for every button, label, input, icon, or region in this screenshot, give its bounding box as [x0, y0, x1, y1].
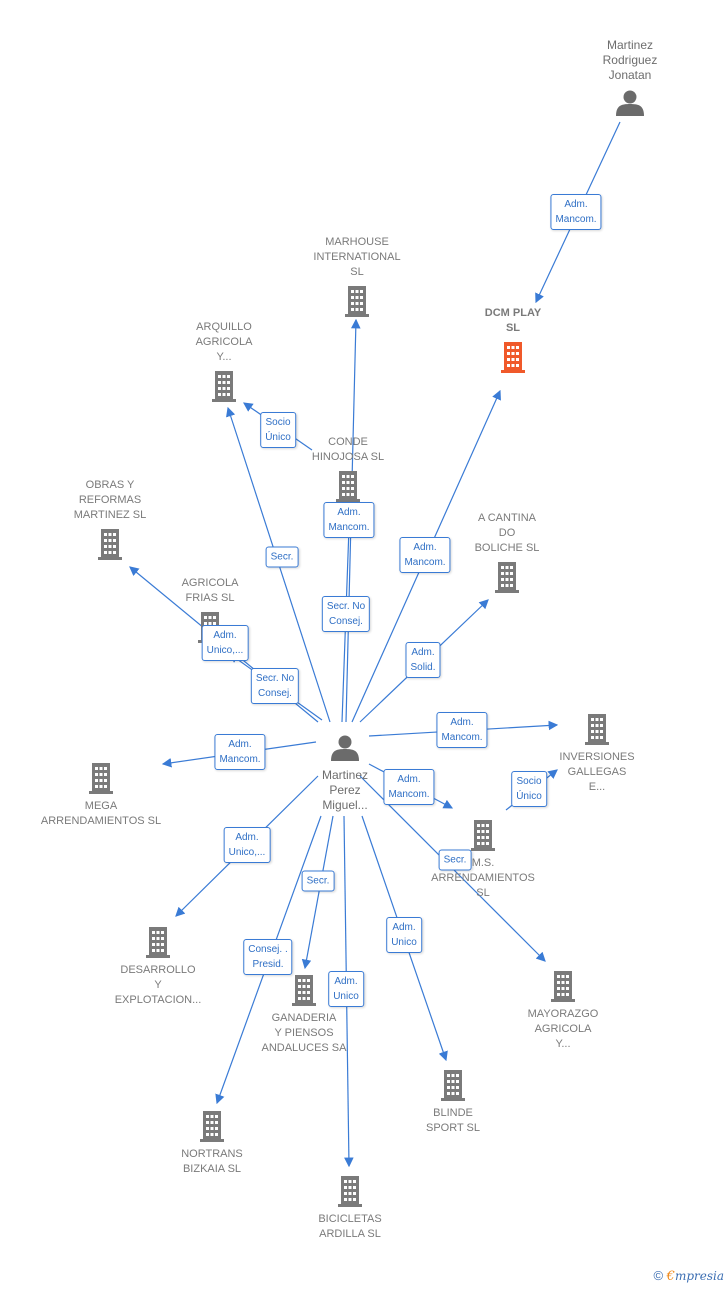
relation-label-center-to-desarrollo[interactable]: Adm. Unico,... [223, 827, 271, 863]
company-desarrollo-label[interactable]: DESARROLLO Y EXPLOTACION... [114, 964, 202, 1006]
company-nortrans-building-icon[interactable] [200, 1111, 224, 1142]
company-blinde-label[interactable]: BLINDE SPORT SL [425, 1107, 480, 1134]
relation-label-center-to-nortrans[interactable]: Consej. . Presid. [243, 939, 293, 975]
person-center-label[interactable]: Martinez Perez Miguel... [321, 768, 368, 812]
company-bicicletas-label[interactable]: BICICLETAS ARDILLA SL [318, 1213, 382, 1240]
relation-label-center-to-marhouse[interactable]: Secr. No Consej. [321, 596, 371, 632]
relation-label-center-to-ganaderia[interactable]: Secr. [301, 870, 335, 892]
company-conde-building-icon[interactable] [336, 471, 360, 502]
company-arquillo-label[interactable]: ARQUILLO AGRICOLA Y... [195, 321, 253, 363]
company-mayorazgo-label[interactable]: MAYORAZGO AGRICOLA Y... [527, 1008, 599, 1050]
company-blinde-building-icon[interactable] [441, 1070, 465, 1101]
company-inversiones-building-icon[interactable] [585, 714, 609, 745]
relation-label-center-to-bicicletas[interactable]: Adm. Unico [328, 971, 364, 1007]
relation-label-center-to-ms[interactable]: Adm. Mancom. [383, 769, 435, 805]
relation-label-center-to-arquillo[interactable]: Secr. [265, 546, 299, 568]
company-ganaderia-label[interactable]: GANADERIA Y PIENSOS ANDALUCES SA [261, 1012, 347, 1054]
brand-name: mpresia [674, 1269, 724, 1283]
company-acantina-building-icon[interactable] [495, 562, 519, 593]
edge-center-to-ganaderia [301, 815, 334, 970]
relation-label-center-to-dcm[interactable]: Adm. Mancom. [399, 537, 451, 573]
relation-label-center-to-mayorazgo[interactable]: Secr. [438, 849, 472, 871]
empresia-logo-icon: € [666, 1269, 675, 1284]
relation-label-center-to-inversiones[interactable]: Adm. Mancom. [436, 712, 488, 748]
relation-label-center-to-blinde[interactable]: Adm. Unico [386, 917, 422, 953]
company-ganaderia-building-icon[interactable] [292, 975, 316, 1006]
relation-label-conde-to-arquillo[interactable]: Socio Único [260, 412, 296, 448]
relation-label-center-to-frias[interactable]: Secr. No Consej. [250, 668, 300, 704]
person-center-icon[interactable] [331, 735, 359, 762]
company-bicicletas-building-icon[interactable] [338, 1176, 362, 1207]
company-frias-label[interactable]: AGRICOLA FRIAS SL [181, 577, 239, 604]
company-conde-label[interactable]: CONDE HINOJOSA SL [311, 436, 385, 463]
company-dcm-building-icon[interactable] [501, 342, 525, 373]
company-ms-building-icon[interactable] [471, 820, 495, 851]
relation-label-center-to-acantina[interactable]: Adm. Solid. [405, 642, 441, 678]
copyright-symbol: © [653, 1268, 664, 1283]
company-inversiones-label[interactable]: INVERSIONES GALLEGAS E... [559, 751, 635, 793]
relation-label-center-to-mega[interactable]: Adm. Mancom. [214, 734, 266, 770]
company-ms-label[interactable]: M.S. ARRENDAMIENTOS SL [431, 857, 535, 899]
company-obras-building-icon[interactable] [98, 529, 122, 560]
company-mega-building-icon[interactable] [89, 763, 113, 794]
company-marhouse-building-icon[interactable] [345, 286, 369, 317]
company-marhouse-label[interactable]: MARHOUSE INTERNATIONAL SL [313, 236, 401, 278]
footer-credit: © €mpresia [653, 1268, 724, 1284]
relation-label-center-to-conde[interactable]: Adm. Mancom. [323, 502, 375, 538]
company-arquillo-building-icon[interactable] [212, 371, 236, 402]
company-dcm-label[interactable]: DCM PLAY SL [484, 307, 542, 334]
relation-label-jonatan-to-dcm[interactable]: Adm. Mancom. [550, 194, 602, 230]
company-mayorazgo-building-icon[interactable] [551, 971, 575, 1002]
company-desarrollo-building-icon[interactable] [146, 927, 170, 958]
company-obras-label[interactable]: OBRAS Y REFORMAS MARTINEZ SL [73, 479, 147, 521]
person-jonatan-icon[interactable] [616, 90, 644, 117]
person-jonatan-label[interactable]: Martinez Rodriguez Jonatan [602, 38, 658, 82]
relation-label-center-to-obras[interactable]: Adm. Unico,... [201, 625, 249, 661]
company-mega-label[interactable]: MEGA ARRENDAMIENTOS SL [40, 800, 162, 827]
company-nortrans-label[interactable]: NORTRANS BIZKAIA SL [181, 1148, 243, 1175]
company-acantina-label[interactable]: A CANTINA DO BOLICHE SL [474, 512, 540, 554]
relation-label-ms-to-inversiones[interactable]: Socio Único [511, 771, 547, 807]
